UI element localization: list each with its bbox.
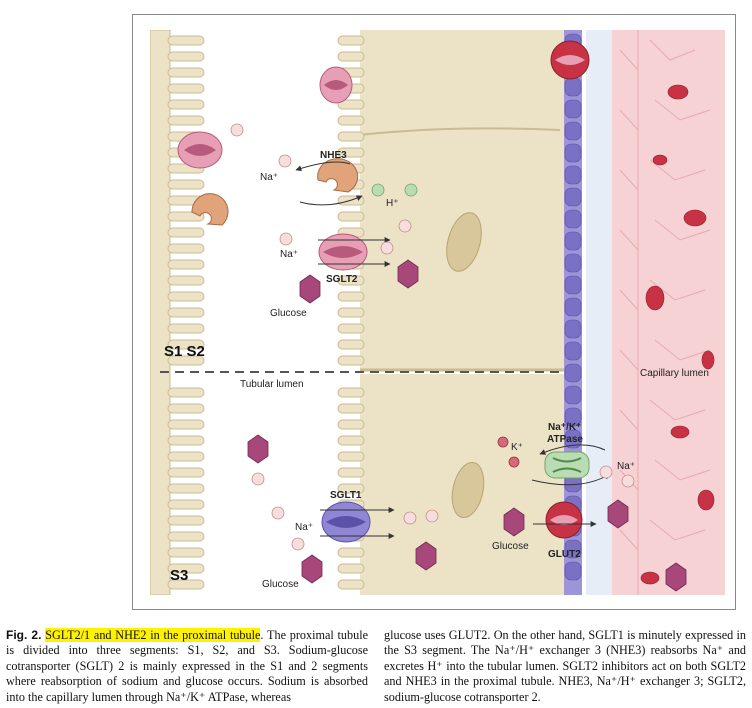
glucose-molecules <box>247 259 687 592</box>
sglt-transporter-decor-2 <box>319 66 353 104</box>
brush-border-left <box>167 35 205 590</box>
interstitial-space <box>586 30 612 595</box>
epithelial-cell-upper <box>360 30 564 370</box>
nhe3-transporter-decor <box>191 193 229 226</box>
hydrogen-ions <box>371 183 418 197</box>
glut-decor-top <box>550 40 590 80</box>
caption-highlight: SGLT2/1 and NHE2 in the proximal tubule <box>45 628 261 642</box>
glut2-label: GLUT2 <box>548 549 581 560</box>
glut2-transporter <box>533 501 597 539</box>
nucleus-lower <box>451 461 485 519</box>
nhe3-transporter <box>295 158 363 206</box>
endothelial-cells <box>619 30 711 595</box>
sodium-ions <box>230 123 635 551</box>
sglt2-label: SGLT2 <box>326 274 358 285</box>
figure-number: Fig. 2. <box>6 628 42 642</box>
na-label-3: Na⁺ <box>295 522 313 533</box>
sglt1-label: SGLT1 <box>330 490 362 501</box>
glucose-label-2: Glucose <box>262 579 299 590</box>
caption-left-text: . The proximal tubule is divided into th… <box>6 628 369 704</box>
h-label: H⁺ <box>386 198 399 209</box>
segment-label-s3: S3 <box>170 567 188 584</box>
na-label-1: Na⁺ <box>260 172 278 183</box>
sglt-transporter-decor-1 <box>177 131 223 169</box>
caption-left-column: Fig. 2. SGLT2/1 and NHE2 in the proximal… <box>6 628 368 705</box>
na-label-2: Na⁺ <box>280 249 298 260</box>
caption-right-column: glucose uses GLUT2. On the other hand, S… <box>384 628 746 705</box>
nhe3-label: NHE3 <box>320 150 347 161</box>
sglt2-transporter <box>318 233 391 271</box>
proximal-tubule-diagram: S1 S2 S3 Tubular lumen Capillary lumen N… <box>150 30 725 595</box>
segment-label-s1s2: S1 S2 <box>164 343 205 360</box>
na-label-4: Na⁺ <box>617 461 635 472</box>
sglt1-transporter <box>320 501 395 543</box>
capillary-region <box>612 30 725 595</box>
nucleus-upper <box>446 212 482 272</box>
red-blood-cells <box>640 84 715 585</box>
atpase-label-line1: Na⁺/K⁺ <box>548 422 581 433</box>
caption-right-text: glucose uses GLUT2. On the other hand, S… <box>384 628 746 704</box>
epithelial-wall-left <box>150 30 170 595</box>
atpase-label-line2: ATPase <box>547 434 583 445</box>
k-label: K⁺ <box>511 442 523 453</box>
potassium-ions <box>497 436 520 468</box>
tubular-lumen-label: Tubular lumen <box>240 379 304 390</box>
glucose-label-3: Glucose <box>492 541 529 552</box>
capillary-lumen-label: Capillary lumen <box>640 368 709 379</box>
tubular-lumen <box>202 30 342 595</box>
glucose-label-1: Glucose <box>270 308 307 319</box>
